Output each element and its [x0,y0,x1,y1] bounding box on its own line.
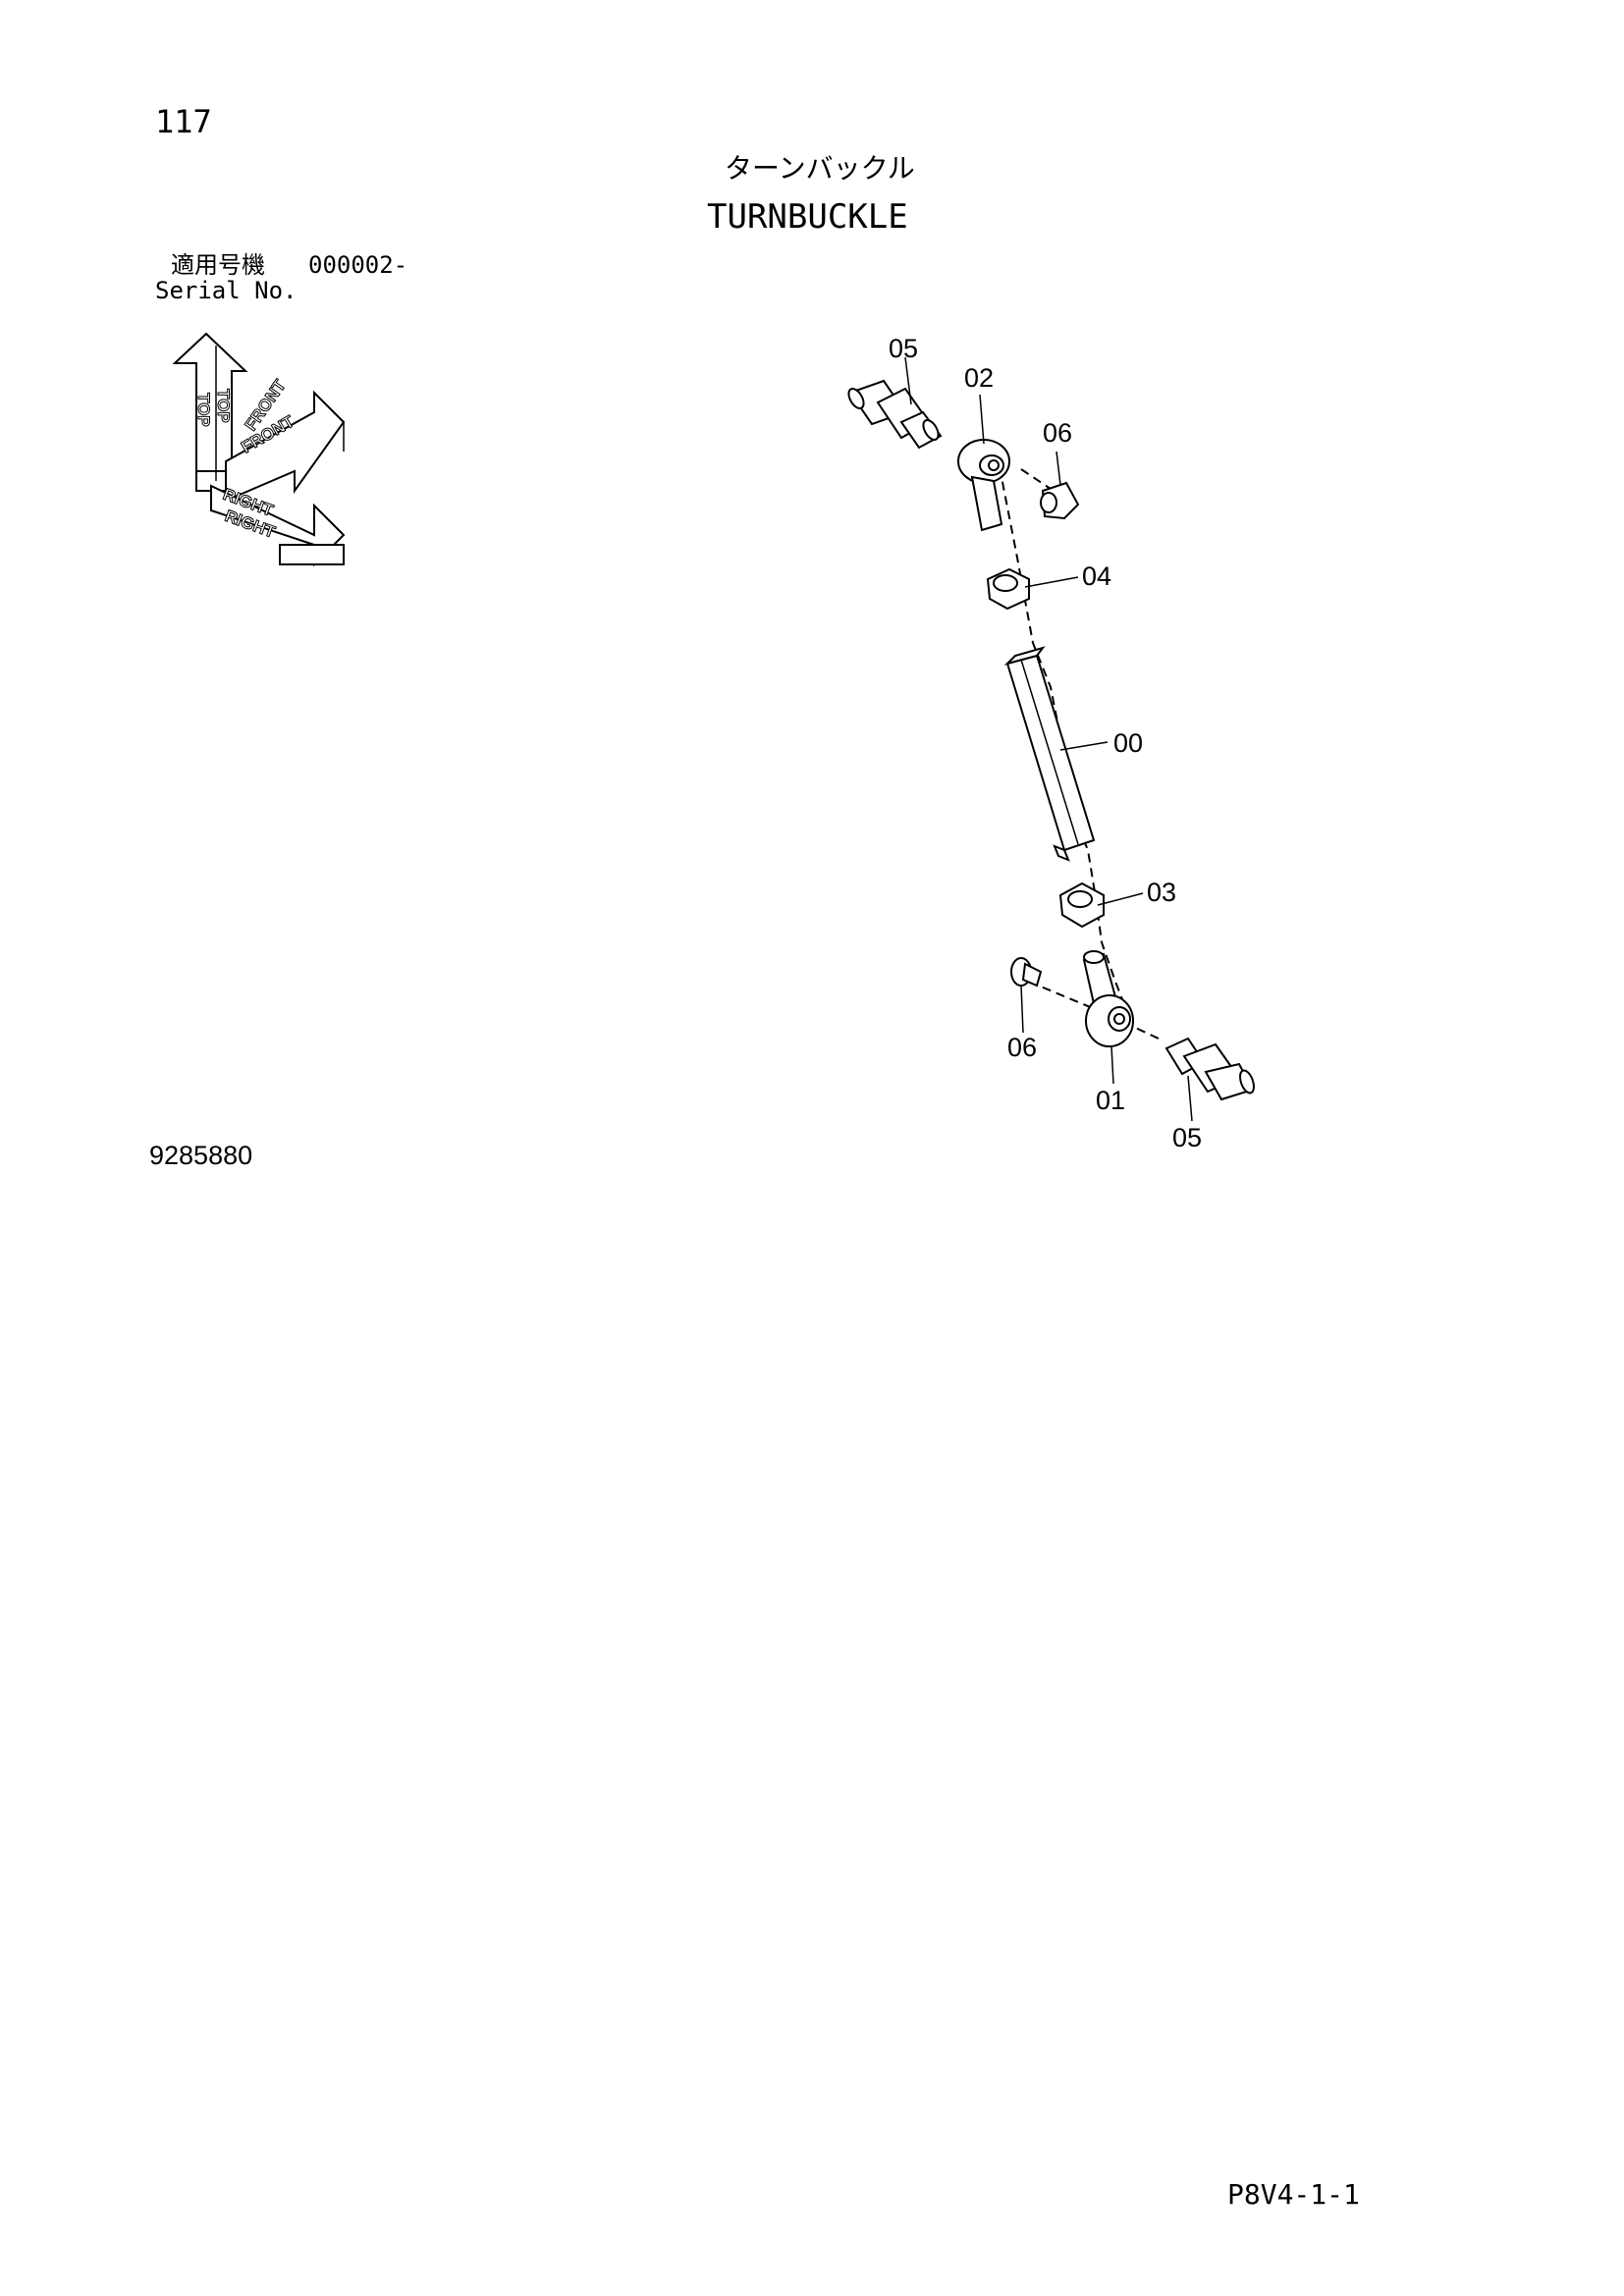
drawing-number: 9285880 [149,1141,253,1170]
nut-03 [1058,881,1105,929]
page-code: P8V4-1-1 [1227,2178,1360,2211]
callout-01: 01 [1096,1086,1125,1115]
callout-06-bottom: 06 [1007,1033,1037,1062]
right-arrow-icon [210,484,346,567]
turnbuckle-body-00 [1003,646,1096,862]
serial-label-english: Serial No. [155,277,298,304]
front-arrow-icon [225,390,346,503]
callout-00: 00 [1113,728,1143,758]
bolt-06-top [1040,481,1080,520]
nut-04 [986,567,1030,611]
bolt-06-bottom [1010,957,1043,988]
callout-05-top: 05 [889,334,918,363]
leader-lines [904,356,1193,1122]
orientation-indicator: TOP TOP FRONT FRONT RIGHT RIGHT [172,332,346,567]
stud-05-bottom [1164,1037,1255,1101]
stud-05-top [847,379,943,450]
callout-06-top: 06 [1043,418,1072,448]
rod-end-01 [1082,950,1134,1047]
callout-03: 03 [1147,878,1176,907]
serial-number-value: 000002- [308,251,408,279]
rod-end-02 [957,439,1010,532]
orientation-top-label-2: TOP [214,389,233,423]
callout-04: 04 [1082,561,1111,591]
title-english: TURNBUCKLE [707,197,908,237]
serial-label-japanese: 適用号機 [171,251,265,279]
page-number: 117 [155,103,212,140]
callout-02: 02 [964,363,994,393]
orientation-top-label: TOP [194,393,213,427]
callout-05-bottom: 05 [1172,1123,1202,1152]
title-japanese: ターンバックル [725,152,915,185]
top-arrow-icon [172,332,248,492]
